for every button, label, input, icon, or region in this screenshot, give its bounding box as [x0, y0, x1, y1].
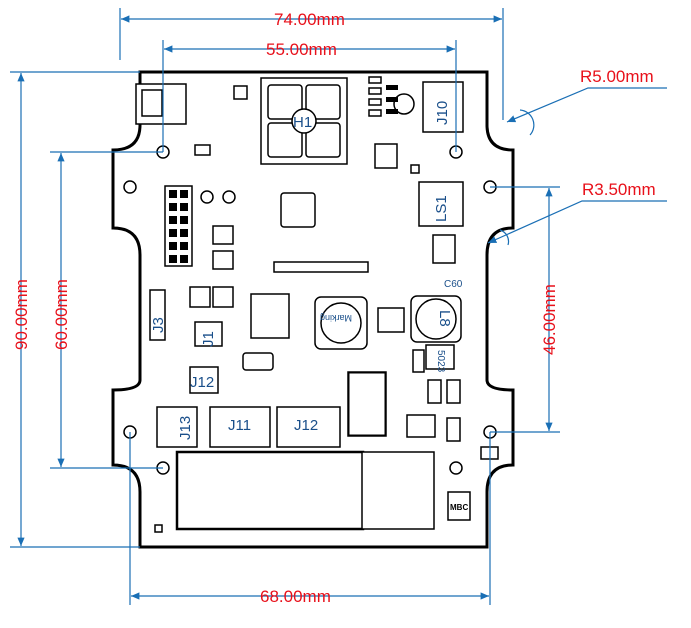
- label-j3: J3: [150, 317, 167, 333]
- buzzer-ls1: [418, 181, 464, 227]
- connector-j11: [209, 406, 271, 448]
- dim-hole-span-left: 60.00mm: [52, 279, 71, 350]
- label-j13: J13: [177, 416, 194, 440]
- ic-j12: [189, 366, 219, 394]
- label-j1: J1: [200, 331, 217, 347]
- ic-soic: [374, 143, 398, 169]
- label-j11: J11: [228, 417, 251, 434]
- label-j10: J10: [434, 101, 451, 125]
- dim-hole-span-top: 55.00mm: [266, 40, 337, 59]
- pin-header: [164, 185, 193, 267]
- dim-hole-span-bottom: 68.00mm: [260, 587, 331, 606]
- connector-j12: [276, 406, 341, 448]
- dim-notch-radius: R3.50mm: [582, 180, 656, 199]
- mcu-qfp: [280, 192, 316, 228]
- label-marking: Marking: [320, 313, 352, 323]
- label-5023: 5023: [435, 350, 446, 373]
- dim-hole-span-right: 46.00mm: [540, 284, 559, 355]
- connector-j3: [149, 289, 166, 341]
- dimension-lines: [10, 8, 667, 605]
- connector-j13: [156, 406, 198, 448]
- label-j12: J12: [294, 417, 318, 434]
- components: H1 J10 LS1 J3 J1 Marking L8 C60 J12: [135, 76, 499, 533]
- label-mbc: MBC: [450, 503, 468, 512]
- dim-overall-width: 74.00mm: [274, 10, 345, 29]
- regulator: [432, 234, 456, 264]
- label-l8: L8: [436, 310, 453, 327]
- crystal-mbc: [447, 491, 471, 521]
- label-j12-ic: J12: [190, 374, 214, 391]
- label-ls1: LS1: [433, 195, 450, 222]
- label-h1: H1: [293, 114, 312, 131]
- module: [175, 450, 365, 531]
- label-c60: C60: [444, 279, 463, 290]
- dim-overall-height: 90.00mm: [12, 279, 31, 350]
- ic-j1: [194, 321, 223, 347]
- dim-corner-radius: R5.00mm: [580, 67, 654, 86]
